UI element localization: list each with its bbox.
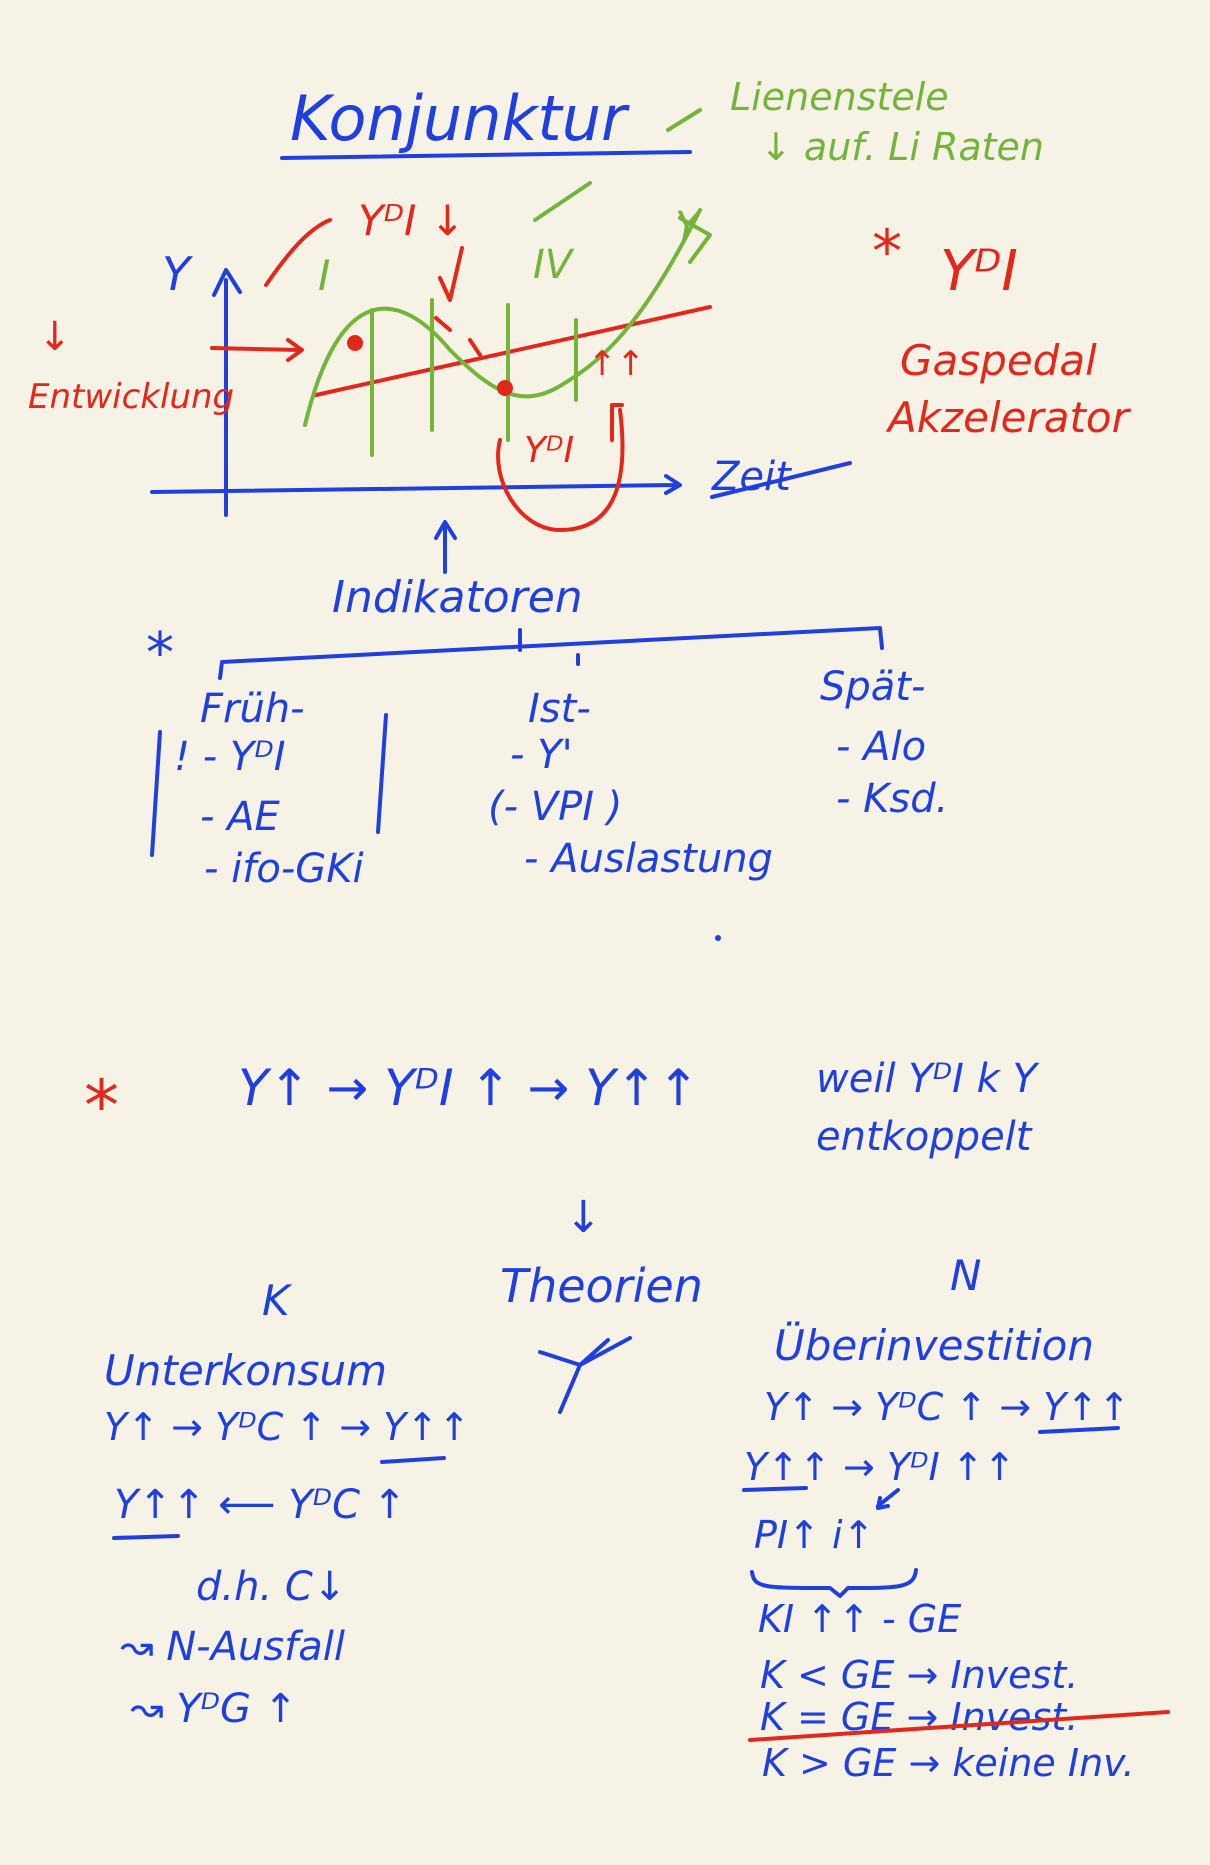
early-bracket-right — [376, 713, 388, 834]
indicators-bracket — [218, 626, 884, 680]
left-theory-heading: Unterkonsum — [104, 1346, 387, 1395]
turning-point-upper — [347, 335, 363, 351]
chain-note-line1: weil YᴰI k Y — [816, 1056, 1040, 1102]
chart-up-arrows: ↑↑ — [588, 344, 645, 384]
column-heading-early: Früh- — [200, 686, 305, 732]
chart-top-label: YᴰI ↓ — [358, 196, 465, 245]
right-theory-mark: N — [950, 1251, 981, 1300]
red-divider-line — [748, 1710, 1170, 1742]
phase-divider-lines — [370, 298, 578, 457]
left-line1-underline — [380, 1456, 446, 1464]
theory-overinvestment: N Überinvestition Y↑ → YᴰC ↑ → Y↑↑ Y↑↑ →… — [742, 1251, 1170, 1785]
theorien-label: Theorien — [500, 1259, 703, 1313]
left-pointer-arrow — [210, 338, 304, 362]
right-theory-line1: Y↑ → YᴰC ↑ → Y↑↑ — [764, 1385, 1130, 1429]
accelerator-symbol: YᴰI — [940, 239, 1018, 304]
accelerator-line1: Gaspedal — [900, 336, 1097, 385]
right-theory-line7: K > GE → keine Inv. — [762, 1741, 1135, 1785]
right-theory-heading: Überinvestition — [774, 1320, 1094, 1370]
green-note-dash — [666, 108, 702, 132]
right-theory-line5: K < GE → Invest. — [760, 1653, 1078, 1697]
left-theory-line4: ↝ N-Ausfall — [120, 1624, 345, 1670]
right-theory-line6: K = GE → Invest. — [760, 1695, 1078, 1739]
indicator-column-late: Spät- - Alo - Ksd. — [820, 664, 948, 822]
green-note-line2: ↓ auf. Li Raten — [760, 125, 1044, 169]
green-tick-marks — [533, 181, 712, 264]
current-item-1: - Y' — [510, 732, 573, 778]
turning-point-lower — [497, 380, 513, 396]
early-item-2: - AE — [200, 794, 281, 840]
phase-1-label: I — [318, 251, 330, 300]
x-axis-label-underline — [710, 461, 852, 499]
left-theory-line3: d.h. C↓ — [196, 1564, 346, 1610]
trend-label: Y — [675, 204, 703, 250]
right-line1-underline — [1038, 1426, 1120, 1434]
accelerator-line2: Akzelerator — [885, 393, 1132, 442]
current-item-2: (- VPI ) — [488, 784, 622, 830]
chain-star: * — [84, 1065, 119, 1147]
current-item-3: - Auslastung — [524, 836, 773, 882]
early-bracket-left — [150, 730, 162, 857]
right-theory-line4: KI ↑↑ - GE — [758, 1597, 961, 1641]
split-arrows — [538, 1336, 632, 1414]
red-check-mark — [438, 246, 464, 302]
late-item-1: - Alo — [836, 724, 926, 770]
right-line2-underline — [742, 1486, 808, 1492]
column-heading-current: Ist- — [528, 686, 591, 732]
x-axis-line — [150, 474, 682, 495]
chain-formula: Y↑ → YᴰI ↑ → Y↑↑ — [238, 1059, 699, 1117]
page-title: Konjunktur — [290, 82, 630, 155]
late-item-2: - Ksd. — [836, 776, 948, 822]
y-axis-label: Y — [162, 247, 194, 301]
stray-dot — [715, 935, 721, 941]
green-note-line1: Lienenstele — [730, 75, 949, 119]
left-note: Entwicklung — [28, 377, 234, 417]
left-theory-line5: ↝ YᴰG ↑ — [130, 1686, 297, 1732]
theory-underconsumption: K Unterkonsum Y↑ → YᴰC ↑ → Y↑↑ Y↑↑ ⟵ YᴰC… — [104, 1276, 470, 1732]
chart-bottom-label: YᴰI — [524, 430, 574, 471]
red-slashes — [434, 316, 482, 357]
indicators-label: Indikatoren — [332, 572, 583, 623]
left-theory-mark: K — [262, 1276, 293, 1325]
right-theory-line3: PI↑ i↑ — [754, 1513, 874, 1557]
indicators-up-arrow — [434, 520, 457, 574]
title-underline — [280, 150, 692, 160]
left-line2-underline — [112, 1534, 180, 1540]
left-down-arrow: ↓ — [38, 314, 72, 360]
column-heading-late: Spät- — [820, 664, 925, 710]
indicator-column-current: Ist- - Y' (- VPI ) - Auslastung — [488, 686, 773, 882]
indicators-star: * — [146, 621, 174, 686]
right-theory-line2: Y↑↑ → YᴰI ↑↑ — [744, 1445, 1016, 1489]
y-axis-line — [212, 268, 242, 517]
chain-note-line2: entkoppelt — [816, 1114, 1033, 1160]
red-arc-top — [264, 218, 332, 287]
left-theory-line2: Y↑↑ ⟵ YᴰC ↑ — [114, 1482, 406, 1528]
left-theory-line1: Y↑ → YᴰC ↑ → Y↑↑ — [104, 1405, 470, 1449]
right-brace — [750, 1568, 918, 1598]
trend-line — [314, 305, 712, 397]
phase-4-label: IV — [533, 242, 575, 288]
red-side-hook — [610, 403, 624, 442]
early-item-1: ! - YᴰI — [174, 734, 286, 780]
right-small-arrow — [876, 1488, 900, 1510]
accelerator-star: * — [872, 217, 902, 287]
indicator-column-early: Früh- ! - YᴰI - AE - ifo-GKi — [150, 686, 388, 892]
business-cycle-chart: Y Zeit Y I IV YᴰI ↓ YᴰI ↑↑ ↓ Entwicklung… — [28, 181, 852, 623]
theorien-arrow: ↓ — [565, 1192, 602, 1243]
early-item-3: - ifo-GKi — [204, 846, 364, 892]
red-dip-loop — [496, 408, 625, 532]
